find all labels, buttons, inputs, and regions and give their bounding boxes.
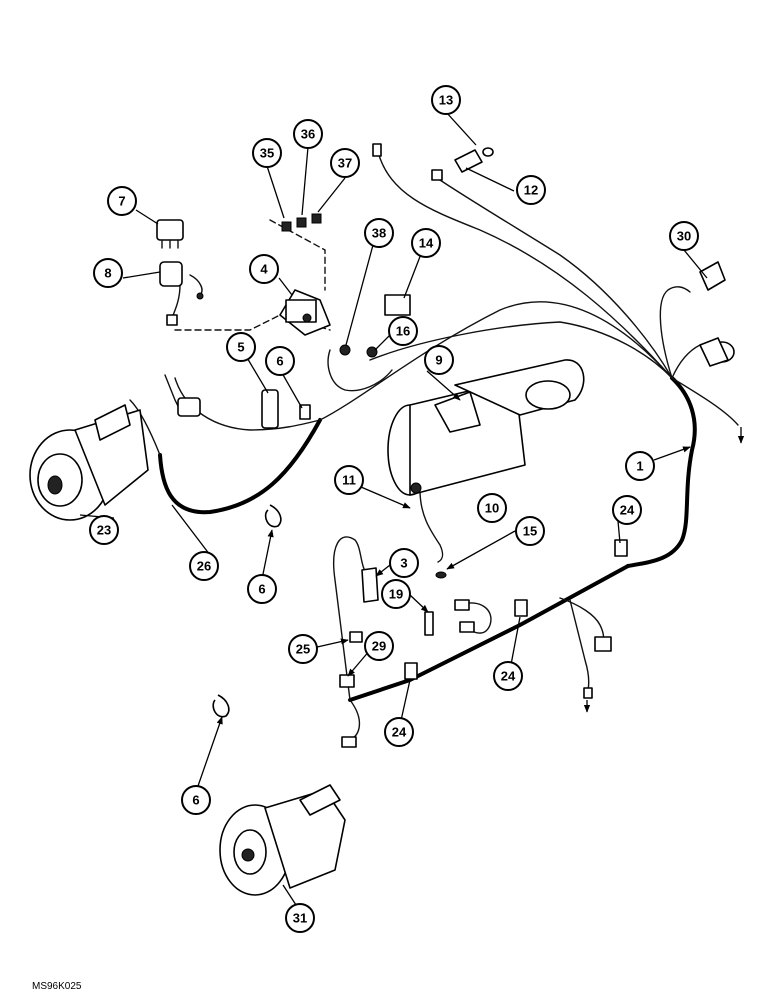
callout-25: 25 <box>288 634 318 664</box>
svg-text:10: 10 <box>485 501 499 516</box>
callout-5: 5 <box>226 332 256 362</box>
svg-text:8: 8 <box>104 266 111 281</box>
svg-text:31: 31 <box>293 911 307 926</box>
connector <box>699 261 735 367</box>
svg-text:16: 16 <box>396 324 410 339</box>
svg-text:3: 3 <box>400 556 407 571</box>
main-harness-cable <box>626 376 697 568</box>
callout-16: 16 <box>388 316 418 346</box>
pressure-switch <box>372 143 494 181</box>
callout-13: 13 <box>431 85 461 115</box>
svg-text:30: 30 <box>677 229 691 244</box>
callout-6-top: 6 <box>265 346 295 376</box>
svg-text:6: 6 <box>258 582 265 597</box>
svg-text:37: 37 <box>338 156 352 171</box>
callout-6-bottom: 6 <box>181 785 211 815</box>
svg-text:29: 29 <box>372 639 386 654</box>
svg-text:38: 38 <box>372 226 386 241</box>
callout-38: 38 <box>364 218 394 248</box>
alternator-harness-cable <box>158 418 322 515</box>
bolt <box>424 611 434 636</box>
svg-text:24: 24 <box>392 725 407 740</box>
callout-4: 4 <box>249 254 279 284</box>
capacitor <box>159 261 204 326</box>
callout-10: 10 <box>477 493 507 523</box>
callout-3: 3 <box>389 548 419 578</box>
callout-26: 26 <box>189 551 219 581</box>
svg-text:6: 6 <box>192 793 199 808</box>
svg-text:11: 11 <box>342 473 356 488</box>
relay <box>156 219 184 249</box>
svg-text:15: 15 <box>523 524 537 539</box>
figure-code: MS96K025 <box>32 981 82 992</box>
svg-text:36: 36 <box>301 127 315 142</box>
callout-24-left: 24 <box>384 717 414 747</box>
callout-30: 30 <box>669 221 699 251</box>
callout-24-mid: 24 <box>493 661 523 691</box>
svg-text:26: 26 <box>197 559 211 574</box>
plug-body <box>339 674 355 688</box>
callout-1: 1 <box>625 451 655 481</box>
callout-37: 37 <box>330 148 360 178</box>
svg-text:24: 24 <box>501 669 516 684</box>
starter-motor <box>387 359 585 496</box>
alternator <box>29 404 149 521</box>
lower-connectors <box>341 599 612 748</box>
solenoid <box>279 289 331 336</box>
svg-text:13: 13 <box>439 93 453 108</box>
callout-9: 9 <box>424 345 454 375</box>
svg-text:7: 7 <box>118 194 125 209</box>
callout-31: 31 <box>285 903 315 933</box>
callout-23: 23 <box>89 515 119 545</box>
svg-text:24: 24 <box>620 503 635 518</box>
callout-6-mid: 6 <box>247 574 277 604</box>
callout-36: 36 <box>293 119 323 149</box>
svg-text:35: 35 <box>260 146 274 161</box>
callout-14: 14 <box>411 228 441 258</box>
terminal-nut <box>339 344 351 356</box>
callout-19: 19 <box>381 579 411 609</box>
lower-harness-cable <box>348 564 630 702</box>
terminal-washer <box>366 346 378 358</box>
svg-text:14: 14 <box>419 236 434 251</box>
plug-cap <box>349 631 363 643</box>
callout-7: 7 <box>107 186 137 216</box>
leader-lines <box>79 111 745 909</box>
cable-clips <box>212 404 311 718</box>
fuse-holder <box>177 389 279 429</box>
svg-text:5: 5 <box>237 340 244 355</box>
svg-text:4: 4 <box>260 262 268 277</box>
callout-8: 8 <box>93 258 123 288</box>
callout-15: 15 <box>515 516 545 546</box>
ac-compressor <box>219 784 346 896</box>
nuts <box>281 213 322 232</box>
washer <box>435 571 447 579</box>
callout-35: 35 <box>252 138 282 168</box>
svg-text:6: 6 <box>276 354 283 369</box>
harness-clamps <box>404 539 628 680</box>
svg-text:23: 23 <box>97 523 111 538</box>
sensor <box>361 567 379 603</box>
svg-text:12: 12 <box>524 183 538 198</box>
svg-text:19: 19 <box>389 587 403 602</box>
svg-text:1: 1 <box>636 459 643 474</box>
callout-29: 29 <box>364 631 394 661</box>
svg-text:9: 9 <box>435 353 442 368</box>
terminal-block <box>384 294 411 316</box>
callout-24-right: 24 <box>612 495 642 525</box>
svg-text:25: 25 <box>296 642 310 657</box>
callout-11: 11 <box>334 465 364 495</box>
callout-12: 12 <box>516 175 546 205</box>
